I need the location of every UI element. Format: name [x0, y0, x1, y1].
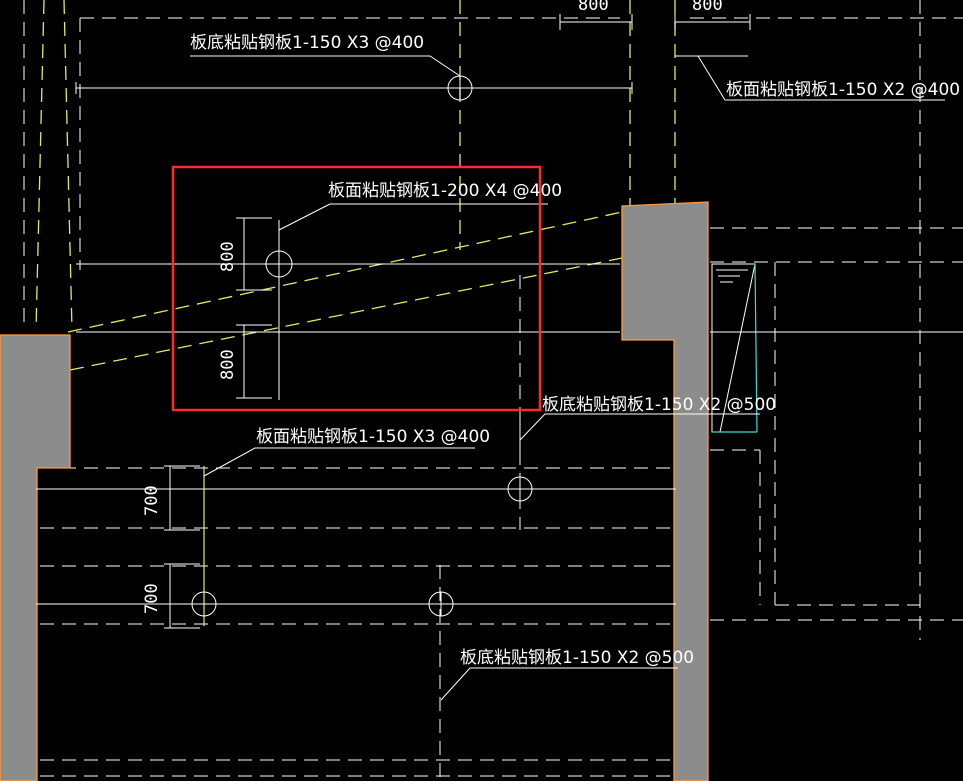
top-right-leader: [697, 55, 945, 101]
dim-top-right: 800: [692, 0, 723, 15]
top-dimensions: [559, 14, 945, 101]
top-plate-leader: [190, 55, 461, 77]
dim-lower-lower: 700: [142, 583, 162, 614]
lower-bottom-leader: [440, 667, 678, 701]
dim-lower-upper: 700: [142, 485, 162, 516]
lower-plates: [36, 413, 760, 701]
left-beam-edge-outer: [35, 0, 45, 331]
right-column: [621, 201, 709, 781]
left-wall: [0, 334, 71, 781]
top-bottom-plate-label: 板底粘贴钢板1-150 X3 @400: [190, 33, 424, 53]
diagonal-beam-bottom: [69, 257, 623, 371]
left-beam-edge-inner: [63, 0, 73, 331]
diagonal-beam-top: [67, 211, 623, 333]
top-right-surface-plate-label: 板面粘贴钢板1-150 X2 @400: [726, 80, 960, 100]
walls: [0, 201, 709, 781]
highlight-region-content: [76, 203, 963, 400]
dim-highlight-upper: 800: [218, 241, 238, 272]
middle-surface-leader: [203, 447, 475, 477]
lower-bottom-plate-label: 板底粘贴钢板1-150 X2 @500: [460, 648, 694, 668]
right-bottom-leader: [519, 413, 760, 441]
top-plate-assembly: [75, 55, 633, 101]
right-bottom-plate-label: 板底粘贴钢板1-150 X2 @500: [542, 395, 776, 415]
selection-highlight-box[interactable]: [171, 165, 542, 412]
dim-highlight-lower: 800: [218, 349, 238, 380]
highlighted-surface-plate-label: 板面粘贴钢板1-200 X4 @400: [328, 181, 562, 201]
beam-outlines: [35, 0, 676, 371]
dim-top-left: 800: [578, 0, 609, 15]
column-detail: [711, 263, 758, 433]
slab-grid: [23, 0, 963, 781]
middle-surface-plate-label: 板面粘贴钢板1-150 X3 @400: [256, 427, 490, 447]
